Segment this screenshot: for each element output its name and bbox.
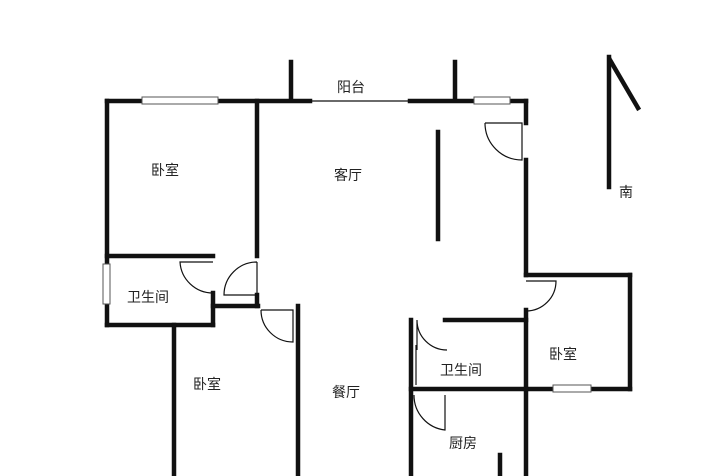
label-bedroom-top-left: 卧室 [151, 162, 179, 179]
door-bedroom-bl [260, 309, 294, 343]
label-bathroom-right: 卫生间 [440, 363, 482, 379]
label-bedroom-bottom-left: 卧室 [193, 376, 221, 393]
door-bathroom-left [179, 261, 214, 294]
label-dining-room: 餐厅 [332, 385, 360, 401]
window-right-bedroom [552, 384, 592, 393]
label-balcony: 阳台 [337, 80, 365, 96]
compass-label: 南 [619, 185, 633, 201]
door-bedroom-tl [223, 261, 258, 296]
door-entrance [484, 122, 523, 161]
window-left-bathroom [102, 263, 111, 305]
door-kitchen [413, 394, 446, 431]
label-bathroom-left: 卫生间 [127, 290, 169, 306]
door-bathroom-right [416, 319, 448, 351]
compass-arrow-head [606, 56, 642, 112]
label-kitchen: 厨房 [449, 436, 477, 452]
label-living-room: 客厅 [334, 167, 362, 184]
window-top-right [473, 96, 511, 105]
label-bedroom-right: 卧室 [549, 346, 577, 363]
window-top-left-bedroom [141, 96, 219, 105]
door-bedroom-right [525, 280, 557, 312]
